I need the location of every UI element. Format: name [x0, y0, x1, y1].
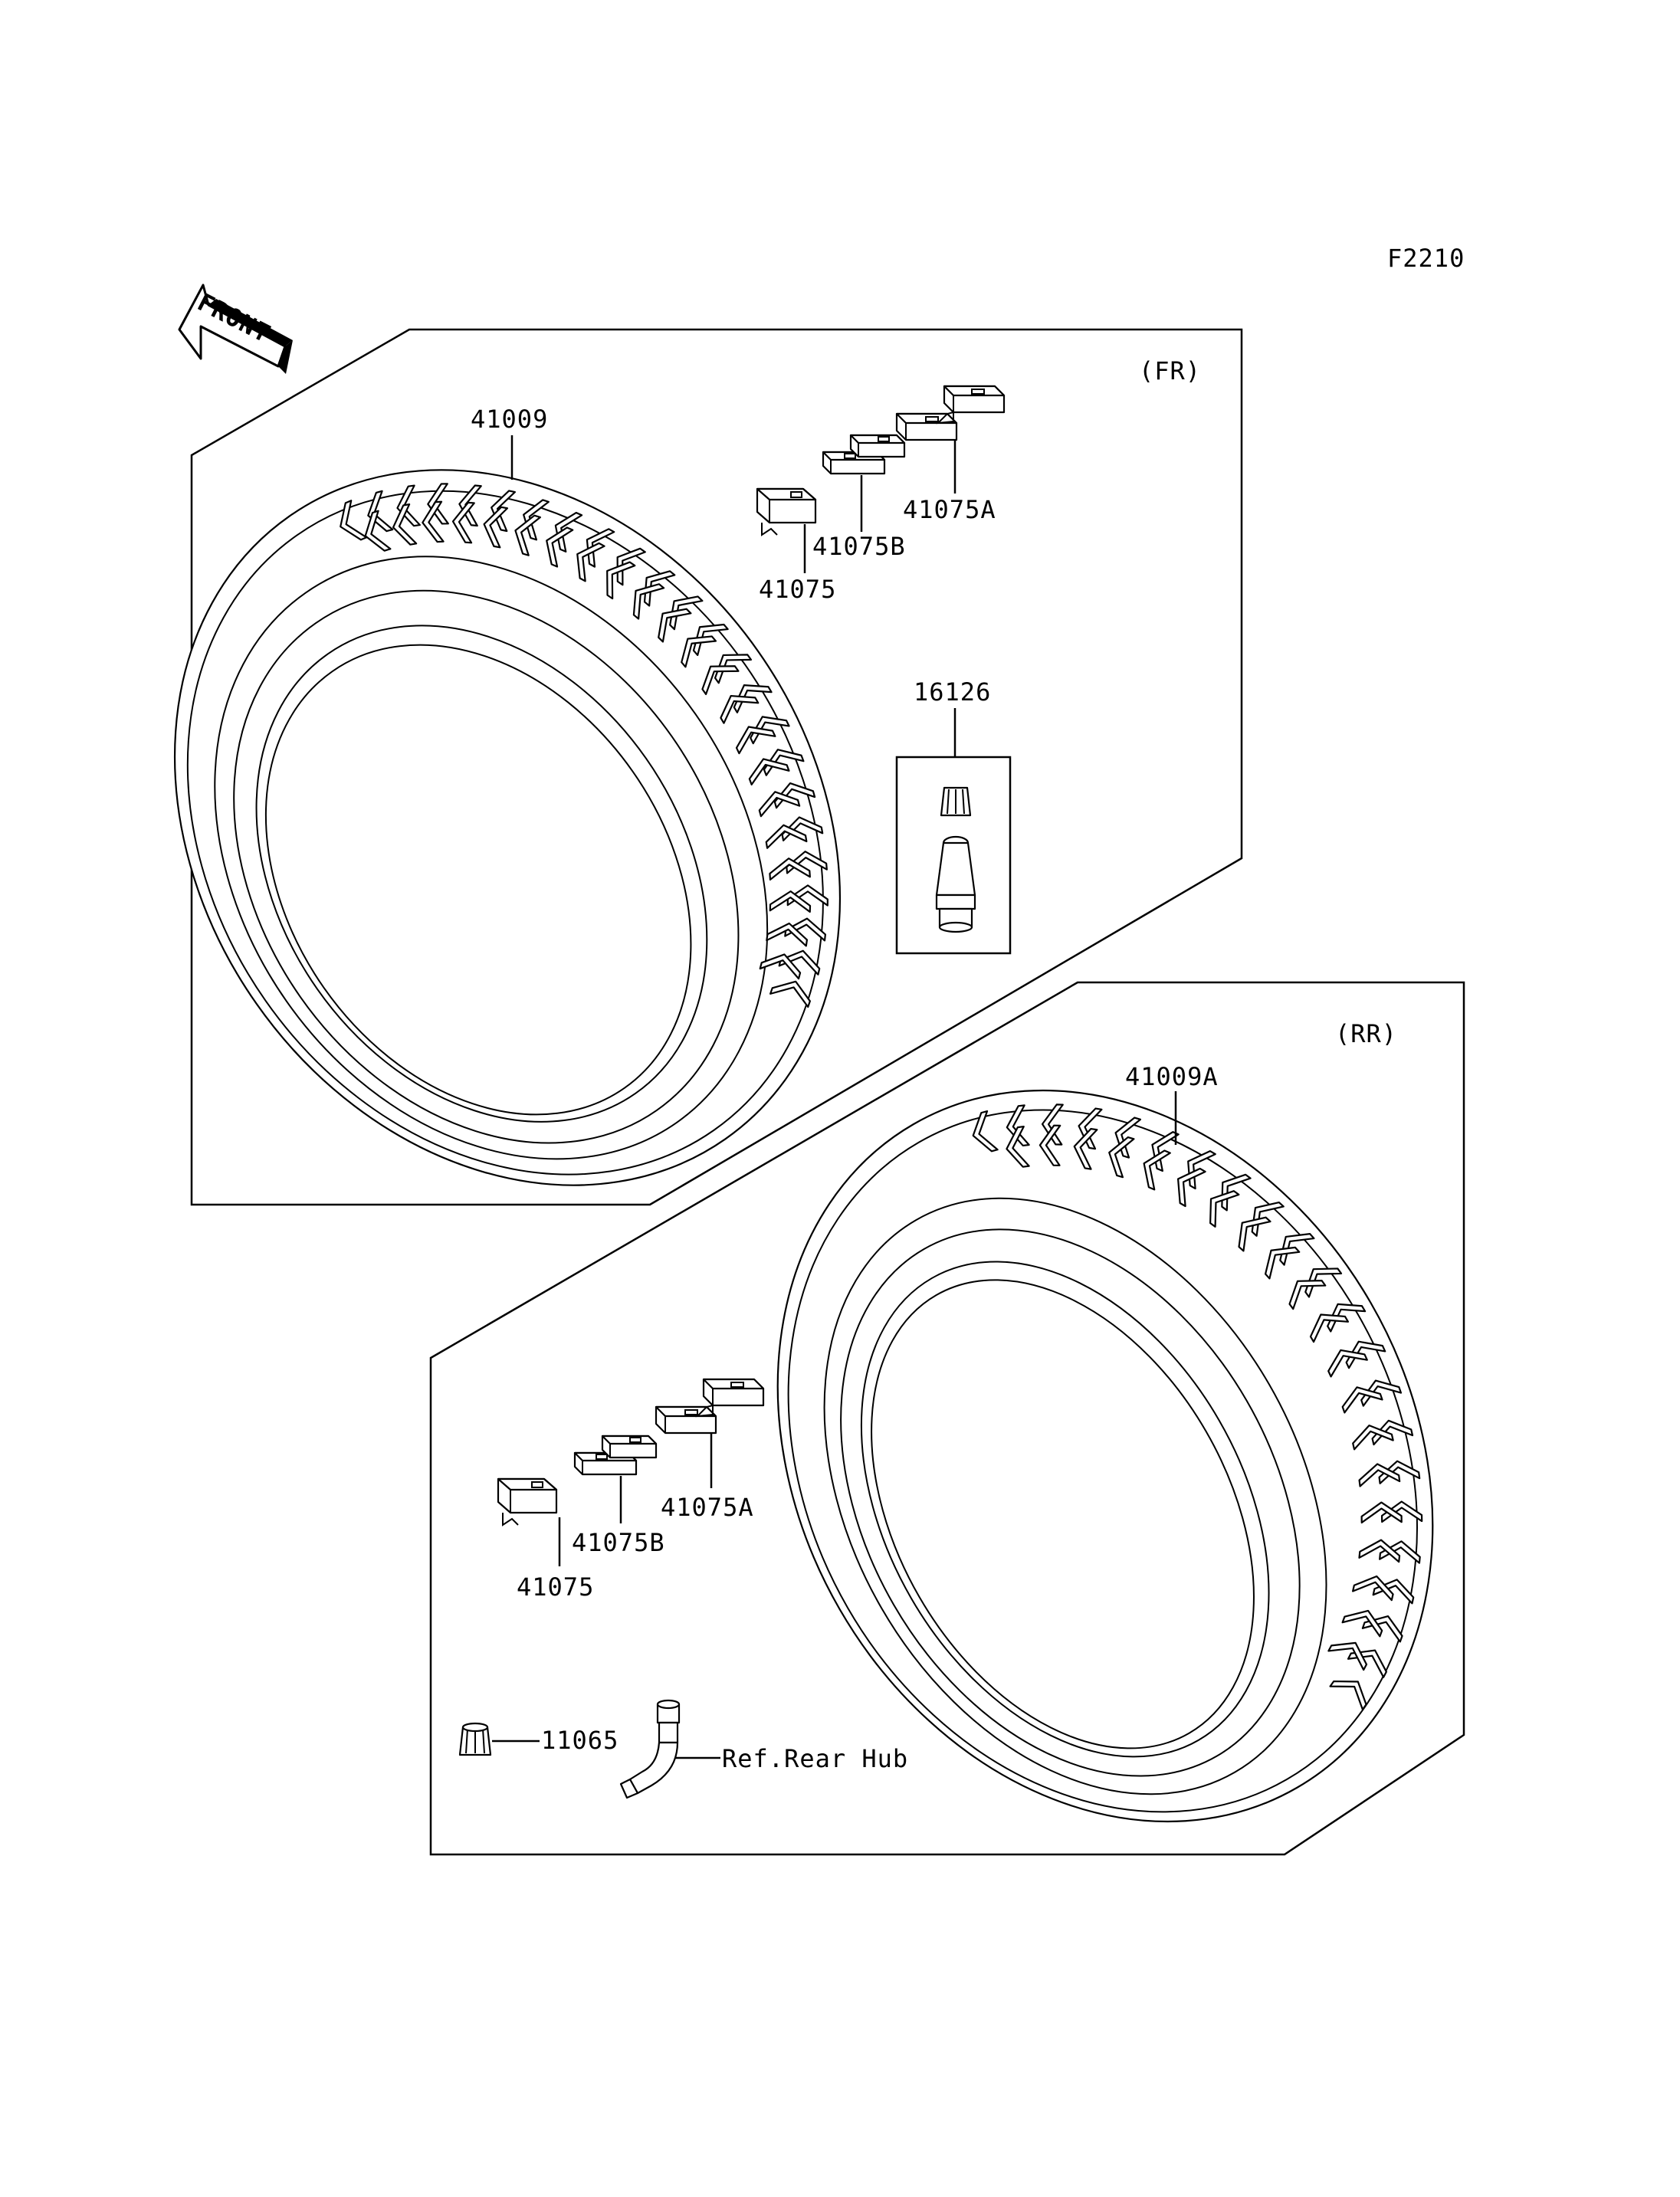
front-tire-outer-outline	[173, 469, 842, 1186]
rear-valve-reference: Ref.Rear Hub	[722, 1744, 908, 1773]
front-weight-41075[interactable]	[756, 487, 817, 536]
rear-weight-a-part-number: 41075A	[661, 1493, 754, 1522]
rear-weight-41075b[interactable]	[573, 1435, 658, 1476]
rear-tire[interactable]	[648, 971, 1563, 1941]
figure-code: F2210	[1387, 244, 1465, 273]
front-weight-41075b[interactable]	[822, 434, 906, 475]
rear-weight-41075[interactable]	[497, 1477, 558, 1526]
rear-weight-41075a[interactable]	[655, 1378, 765, 1435]
front-panel-frame	[190, 328, 1243, 1206]
rear-cap-part-number: 11065	[541, 1726, 619, 1755]
angled-valve-icon[interactable]	[619, 1699, 681, 1799]
rear-weight-part-number: 41075	[517, 1572, 594, 1602]
front-panel: (FR) 41009 41075 41075B 41075A 16126	[38, 328, 1243, 1314]
rear-weight-b-part-number: 41075B	[572, 1528, 665, 1557]
rear-panel: (RR) 41009A 41075 41075B 41075A	[429, 971, 1563, 1941]
front-panel-label: (FR)	[1139, 356, 1201, 385]
front-weight-41075a[interactable]	[895, 385, 1006, 441]
valve-stem-icon[interactable]	[935, 786, 976, 933]
front-weight-a-part-number: 41075A	[903, 495, 996, 524]
front-weight-part-number: 41075	[759, 575, 836, 604]
front-tire-part-number: 41009	[471, 405, 548, 434]
front-tire[interactable]	[38, 340, 976, 1314]
front-weight-b-part-number: 41075B	[812, 532, 906, 561]
rear-tire-part-number: 41009A	[1125, 1062, 1219, 1091]
rear-panel-label: (RR)	[1335, 1019, 1397, 1048]
front-direction-arrow-icon: FRONT	[178, 284, 293, 374]
front-valve-box	[895, 756, 1012, 955]
rear-panel-frame	[429, 981, 1465, 1856]
front-valve-part-number: 16126	[914, 677, 991, 707]
valve-cap-icon[interactable]	[458, 1722, 492, 1756]
